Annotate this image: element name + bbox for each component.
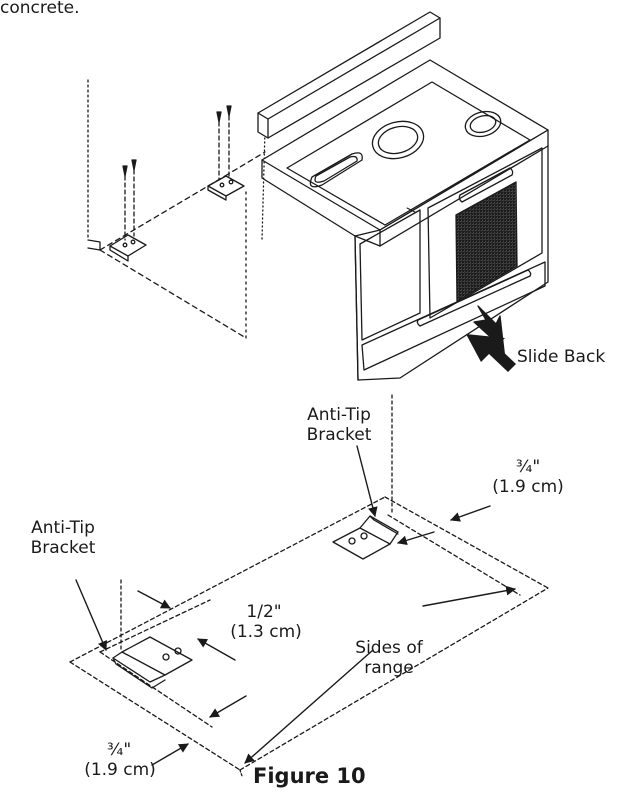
dimension-bottom-left-metric: (1.9 cm) bbox=[84, 760, 156, 780]
dimension-top-right-metric: (1.9 cm) bbox=[492, 477, 564, 497]
dimension-bottom-left-value: ¾" bbox=[106, 740, 132, 760]
leader-arrows bbox=[75, 445, 516, 766]
anti-tip-label-top-line2: Bracket bbox=[306, 425, 372, 445]
intro-text: concrete. bbox=[0, 0, 80, 18]
anti-tip-label-left-line2: Bracket bbox=[30, 538, 96, 558]
dimension-half-metric: (1.3 cm) bbox=[230, 622, 302, 642]
dimension-half-value: 1/2" bbox=[246, 602, 282, 622]
slide-back-label: Slide Back bbox=[517, 347, 606, 367]
anti-tip-bracket-drawing-left bbox=[112, 636, 193, 689]
range-drawing bbox=[257, 11, 549, 381]
floor-plan bbox=[69, 394, 549, 777]
sides-of-range-line1: Sides of bbox=[355, 638, 423, 658]
anti-tip-bracket-drawing-right bbox=[332, 515, 399, 560]
anti-tip-bracket-drawing-top bbox=[109, 175, 245, 262]
anti-tip-label-top-line1: Anti-Tip bbox=[307, 405, 371, 425]
figure-caption: Figure 10 bbox=[253, 764, 366, 788]
dimension-top-right-value: ¾" bbox=[515, 457, 541, 477]
sides-of-range-line2: range bbox=[364, 658, 414, 678]
wall-and-floor bbox=[87, 79, 266, 339]
slide-back-arrow bbox=[466, 305, 516, 372]
anti-tip-label-left-line1: Anti-Tip bbox=[31, 518, 95, 538]
screws bbox=[122, 105, 232, 241]
